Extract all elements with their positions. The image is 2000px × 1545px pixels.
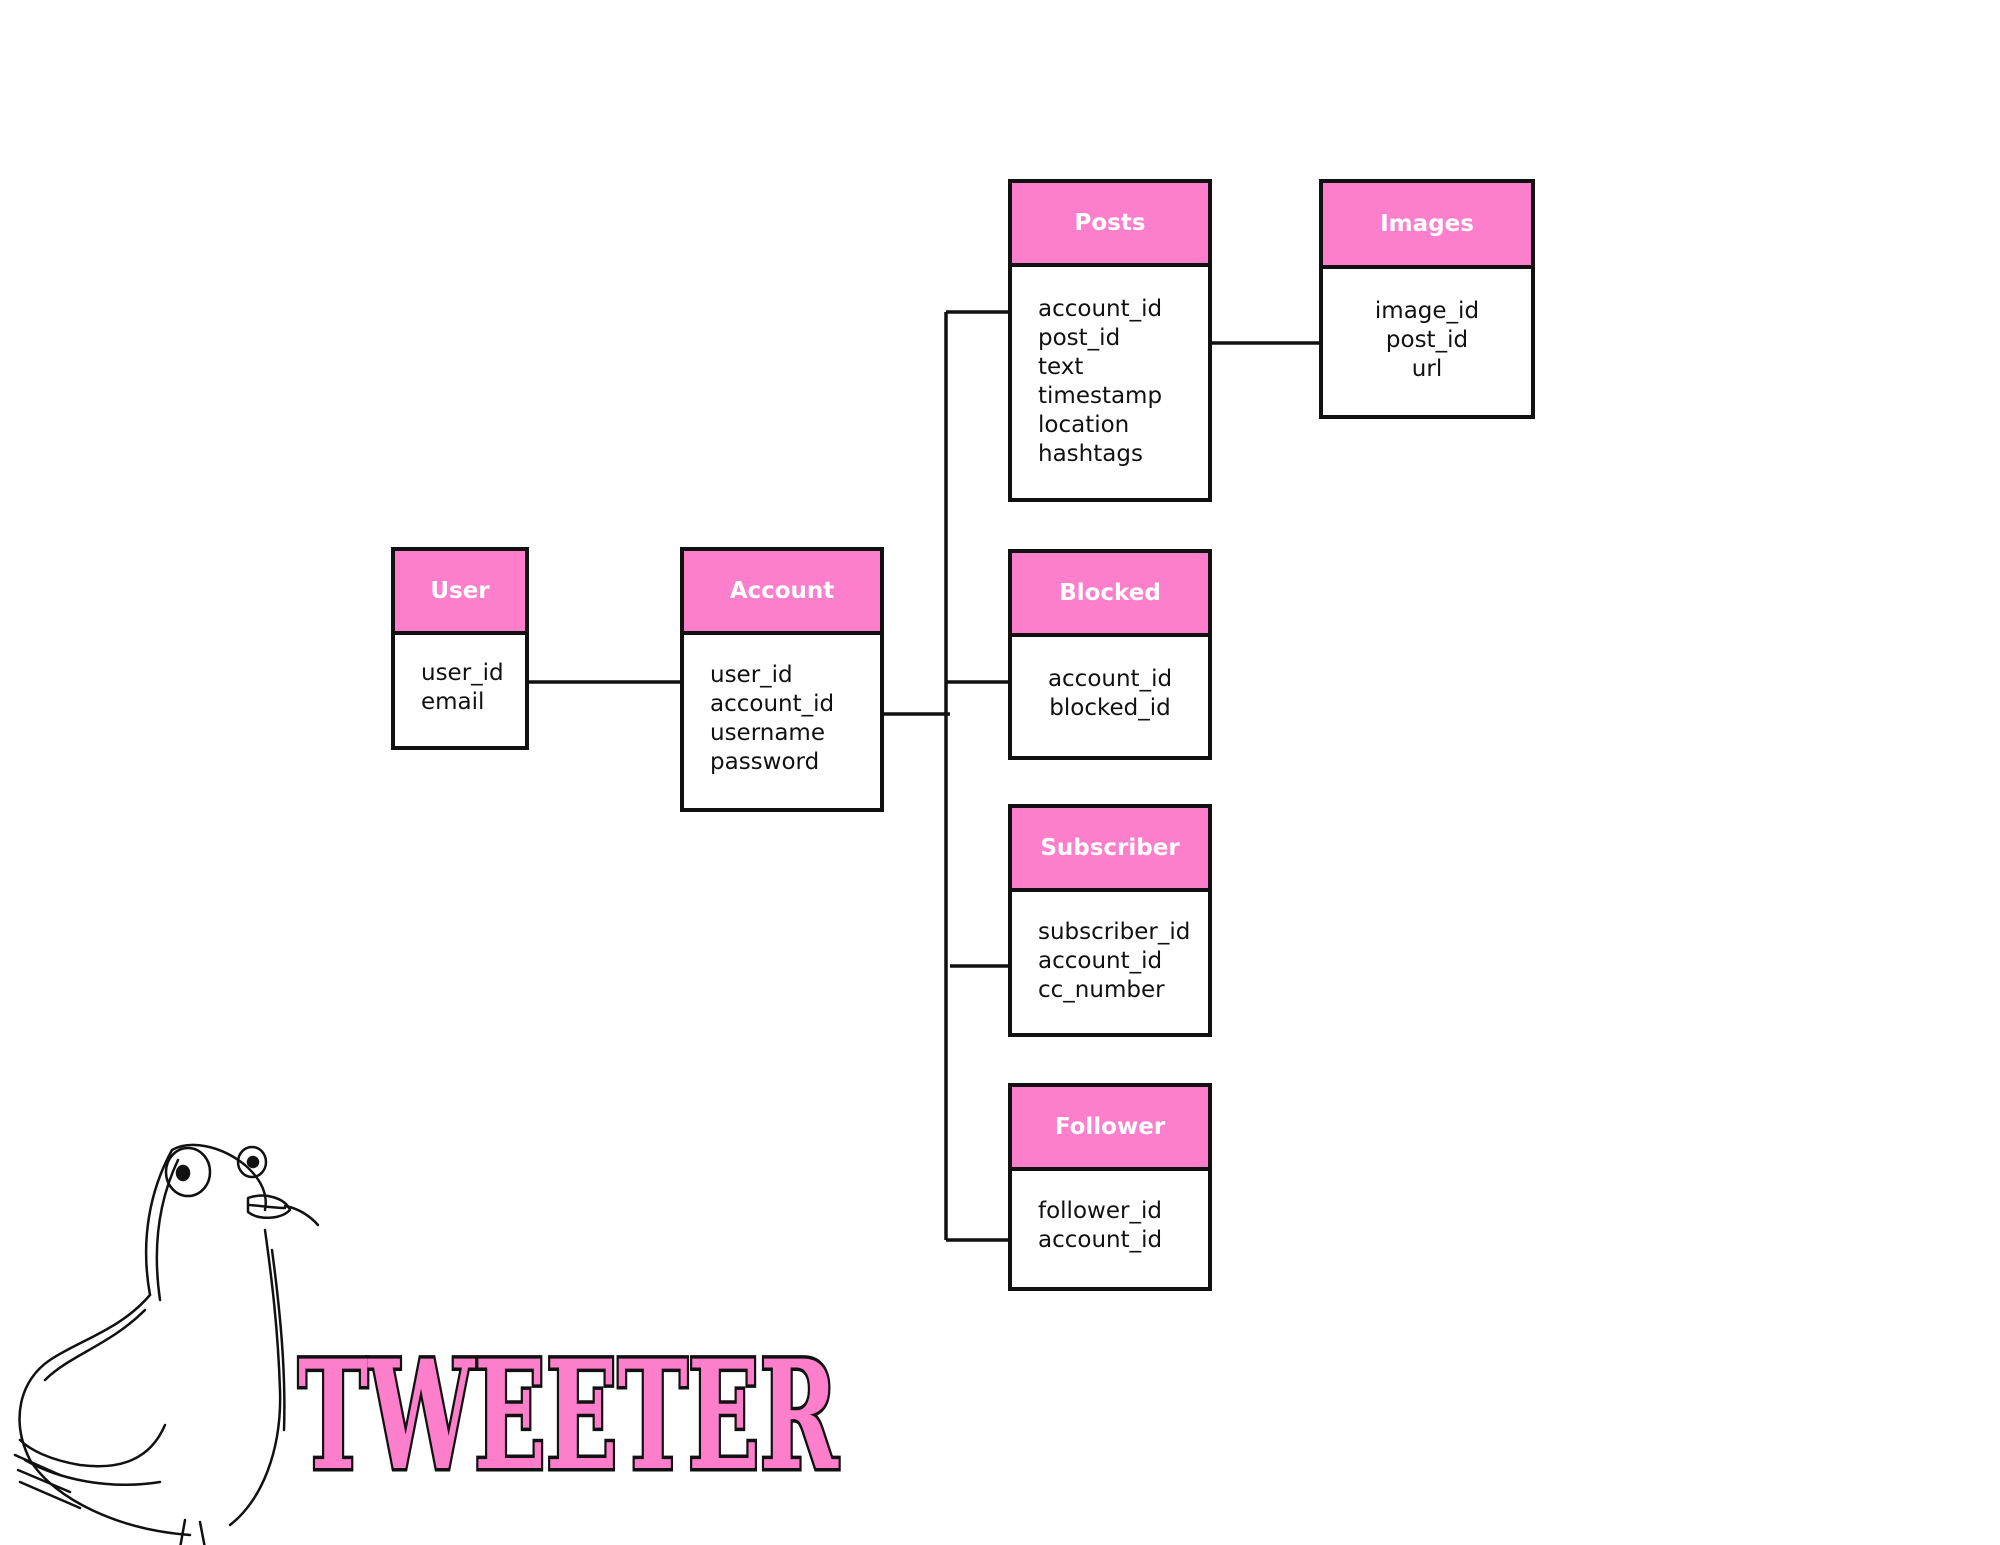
field: location	[1038, 412, 1130, 438]
field: follower_id	[1038, 1198, 1162, 1224]
logo-text: TWEETER	[298, 1328, 839, 1500]
entity-posts-title: Posts	[1012, 183, 1208, 267]
entity-posts: Posts account_id post_id text timestamp …	[1008, 179, 1212, 502]
field: account_id	[1038, 948, 1163, 974]
entity-subscriber: Subscriber subscriber_id account_id cc_n…	[1008, 804, 1212, 1037]
field: cc_number	[1038, 977, 1165, 1003]
entity-images: Images image_id post_id url	[1319, 179, 1535, 419]
entity-account-title: Account	[684, 551, 880, 635]
bird-mascot-illustration	[13, 1143, 320, 1545]
field: user_id	[710, 662, 793, 688]
entity-follower: Follower follower_id account_id	[1008, 1083, 1212, 1291]
field: account_id	[1038, 296, 1163, 322]
field: account_id	[710, 691, 835, 717]
tweeter-logo: TWEETER	[295, 1325, 843, 1501]
field: post_id	[1038, 325, 1121, 351]
field: blocked_id	[1049, 695, 1171, 721]
field: text	[1038, 354, 1084, 380]
field: subscriber_id	[1038, 919, 1191, 945]
entity-follower-title: Follower	[1012, 1087, 1208, 1171]
field: email	[421, 689, 485, 715]
entity-blocked-title: Blocked	[1012, 553, 1208, 637]
field: hashtags	[1038, 441, 1143, 467]
entity-account: Account user_id account_id username pass…	[680, 547, 884, 812]
field: timestamp	[1038, 383, 1163, 409]
entity-user-title: User	[395, 551, 525, 635]
entity-blocked: Blocked account_id blocked_id	[1008, 549, 1212, 760]
field: account_id	[1047, 666, 1173, 692]
field: image_id	[1374, 298, 1480, 324]
field: url	[1411, 356, 1443, 382]
field: account_id	[1038, 1227, 1163, 1253]
entity-user: User user_id email	[391, 547, 529, 750]
entity-images-title: Images	[1323, 183, 1531, 269]
field: password	[710, 749, 820, 775]
entity-subscriber-title: Subscriber	[1012, 808, 1208, 892]
field: post_id	[1385, 327, 1469, 353]
field: user_id	[421, 660, 504, 686]
field: username	[710, 720, 825, 746]
